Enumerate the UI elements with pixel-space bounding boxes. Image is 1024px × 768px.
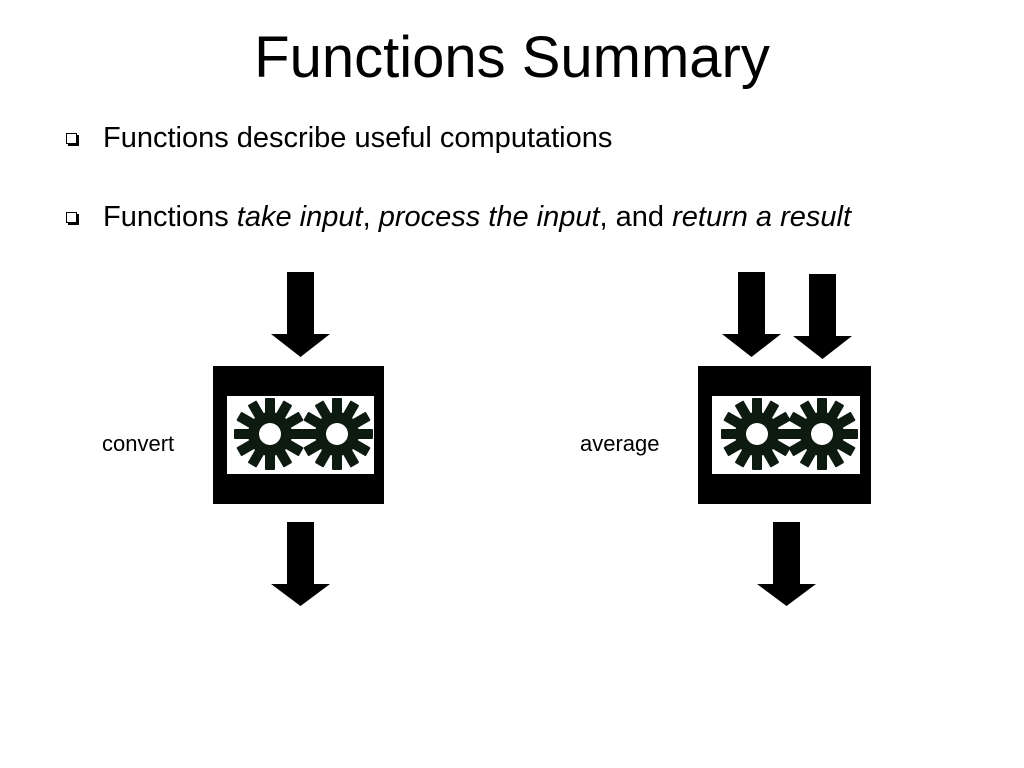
hollow-square-bullet-icon [66,132,77,144]
convert-function-machine [213,272,384,606]
bullet-item-1: Functions describe useful computations [66,120,612,156]
down-arrow-icon [793,274,852,359]
bullet-text-part: , and [599,200,673,233]
bullet-text-2: Functions take input, process the input,… [103,201,851,234]
down-arrow-icon [271,272,330,357]
average-function-machine [698,272,871,606]
bullet-text-part: Functions [103,200,237,233]
bullet-text-part: , [362,200,379,233]
slide-title: Functions Summary [254,25,770,90]
bullet-text-part-italic: process the input [378,200,600,233]
convert-function-label: convert [102,431,175,456]
average-function-label: average [580,431,660,456]
bullet-text-1: Functions describe useful computations [103,121,613,154]
bullet-text-part-italic: take input [236,200,363,233]
bullet-text-part-italic: return a result [672,200,852,233]
down-arrow-icon [757,522,816,606]
hollow-square-bullet-icon [66,211,77,223]
down-arrow-icon [271,522,330,606]
down-arrow-icon [722,272,781,357]
bullet-item-2: Functions take input, process the input,… [66,199,851,235]
